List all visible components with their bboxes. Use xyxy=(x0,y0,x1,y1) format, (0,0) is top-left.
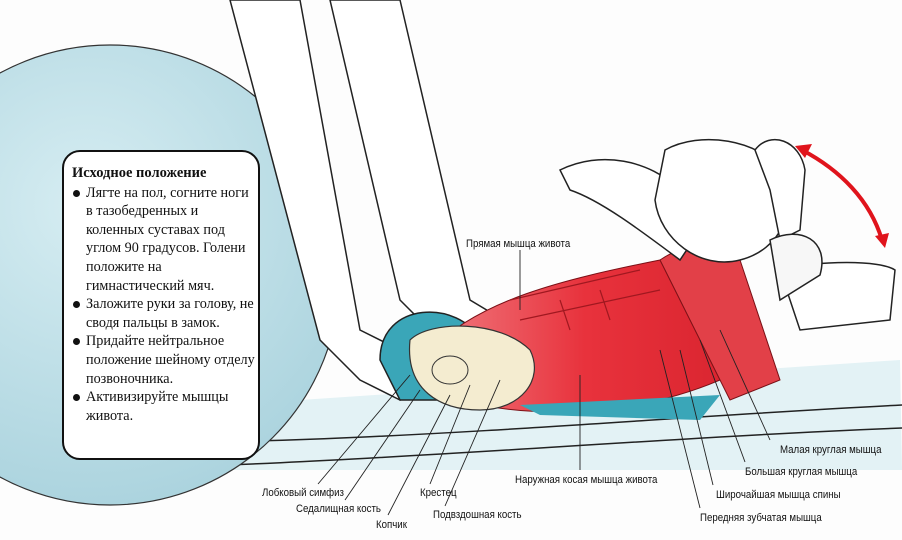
label-coccyx: Копчик xyxy=(376,519,407,531)
label-ischium: Седалищная кость xyxy=(296,503,381,515)
instruction-item: Лягте на пол, согните ноги в тазобедренн… xyxy=(72,184,258,296)
label-teres-major: Большая круглая мышца xyxy=(745,466,858,478)
instruction-item: Активизируйте мышцы живота. xyxy=(72,388,258,425)
label-rectus-abdominis: Прямая мышца живота xyxy=(466,238,571,250)
label-ilium: Подвздошная кость xyxy=(433,509,522,521)
motion-arrow-icon xyxy=(795,144,889,248)
instruction-item: Заложите руки за голову, не сводя пальцы… xyxy=(72,295,258,332)
label-serratus-anterior: Передняя зубчатая мышца xyxy=(700,512,822,524)
label-sacrum: Крестец xyxy=(420,487,457,499)
instruction-item: Придайте нейтральное положение шейному о… xyxy=(72,332,258,388)
head-and-arms xyxy=(558,138,896,331)
label-external-oblique: Наружная косая мышца живота xyxy=(515,474,658,486)
pelvis xyxy=(408,325,535,411)
label-latissimus-dorsi: Широчайшая мышца спины xyxy=(716,489,841,501)
starting-position-box: Исходное положение Лягте на пол, согните… xyxy=(62,150,260,460)
leader-lines xyxy=(317,250,771,516)
label-teres-minor: Малая круглая мышца xyxy=(780,444,882,456)
box-title: Исходное положение xyxy=(72,165,207,181)
label-pubic-symphysis: Лобковый симфиз xyxy=(262,487,344,499)
instruction-list: Лягте на пол, согните ноги в тазобедренн… xyxy=(72,184,258,426)
